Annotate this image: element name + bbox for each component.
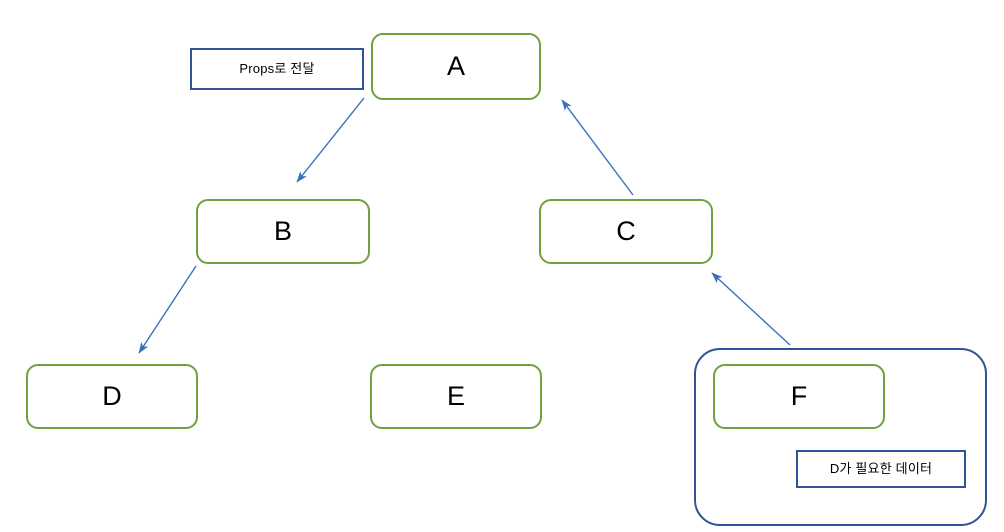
node-d-label: D bbox=[102, 381, 122, 411]
arrow-c-to-a bbox=[561, 99, 634, 196]
node-a[interactable]: A bbox=[371, 33, 541, 100]
note-props-delivery: Props로 전달 bbox=[190, 48, 364, 90]
note-required-data: D가 필요한 데이터 bbox=[796, 450, 966, 488]
arrow-a-to-b bbox=[296, 97, 365, 183]
arrow-f-to-c bbox=[711, 272, 791, 346]
node-e[interactable]: E bbox=[370, 364, 542, 429]
node-c-label: C bbox=[616, 216, 636, 246]
note-props-label: Props로 전달 bbox=[239, 61, 315, 77]
note-data-label: D가 필요한 데이터 bbox=[829, 461, 933, 477]
node-e-label: E bbox=[446, 381, 465, 411]
node-f-label: F bbox=[790, 381, 808, 411]
arrow-b-to-d bbox=[138, 265, 197, 354]
node-f[interactable]: F bbox=[713, 364, 885, 429]
node-d[interactable]: D bbox=[26, 364, 198, 429]
node-a-label: A bbox=[446, 51, 465, 81]
node-b[interactable]: B bbox=[196, 199, 370, 264]
node-b-label: B bbox=[273, 216, 292, 246]
node-c[interactable]: C bbox=[539, 199, 713, 264]
